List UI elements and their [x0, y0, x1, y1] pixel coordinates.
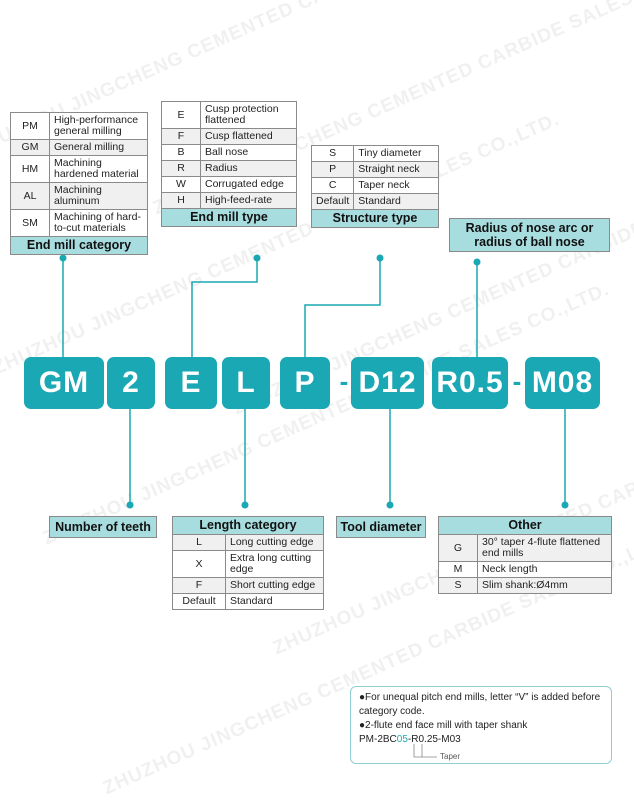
code-cell: GM	[10, 139, 50, 156]
desc-cell: Straight neck	[353, 161, 439, 178]
desc-cell: Machining hardened material	[49, 155, 148, 183]
code-segment-length: L	[222, 357, 270, 409]
note-taper-shank: ●2-flute end face mill with taper shank	[359, 720, 528, 731]
desc-cell: Standard	[353, 193, 439, 210]
code-cell: L	[172, 534, 226, 551]
table-caption: Structure type	[311, 209, 439, 228]
desc-cell: Short cutting edge	[225, 577, 324, 594]
radius-label: Radius of nose arc or radius of ball nos…	[449, 218, 610, 252]
desc-cell: Cusp protection flattened	[200, 101, 297, 129]
code-cell: S	[310, 145, 355, 162]
code-cell: SM	[10, 209, 50, 237]
desc-cell: High-performance general milling	[49, 112, 148, 140]
desc-cell: 30° taper 4-flute flattened end mills	[477, 534, 612, 562]
code-cell: M	[438, 561, 478, 578]
table-caption: End mill category	[10, 236, 148, 255]
desc-cell: Taper neck	[353, 177, 439, 194]
code-cell: E	[161, 101, 201, 129]
notes-box: ●For unequal pitch end mills, letter “V”…	[350, 686, 612, 764]
desc-cell: Cusp flattened	[200, 128, 297, 145]
note-unequal-pitch: ●For unequal pitch end mills, letter “V”…	[359, 692, 601, 717]
desc-cell: Ball nose	[200, 144, 297, 161]
code-segment-category: GM	[24, 357, 104, 409]
desc-cell: Extra long cutting edge	[225, 550, 324, 578]
number-of-teeth-label: Number of teeth	[49, 516, 157, 538]
code-cell: X	[172, 550, 226, 578]
code-cell: PM	[10, 112, 50, 140]
code-segment-radius: R0.5	[432, 357, 508, 409]
code-segment-diameter: D12	[351, 357, 424, 409]
desc-cell: Tiny diameter	[353, 145, 439, 162]
desc-cell: Long cutting edge	[225, 534, 324, 551]
tool-diameter-label: Tool diameter	[336, 516, 426, 538]
table-caption: Other	[438, 516, 612, 535]
code-cell: Default	[310, 193, 355, 210]
desc-cell: Corrugated edge	[200, 176, 297, 193]
taper-label: Taper	[440, 752, 461, 761]
desc-cell: High-feed-rate	[200, 192, 297, 209]
table-caption: Length category	[172, 516, 324, 535]
desc-cell: Standard	[225, 593, 324, 610]
desc-cell: Machining of hard-to-cut materials	[49, 209, 148, 237]
code-cell: B	[161, 144, 201, 161]
code-segment-other: M08	[525, 357, 600, 409]
desc-cell: General milling	[49, 139, 148, 156]
code-cell: AL	[10, 182, 50, 210]
code-segment-teeth: 2	[107, 357, 155, 409]
code-cell: F	[161, 128, 201, 145]
code-cell: G	[438, 534, 478, 562]
code-cell: P	[310, 161, 355, 178]
code-cell: R	[161, 160, 201, 177]
table-caption: End mill type	[161, 208, 297, 227]
code-segment-type: E	[165, 357, 217, 409]
desc-cell: Machining aluminum	[49, 182, 148, 210]
example-taper-highlight: 05	[396, 734, 408, 745]
code-cell: H	[161, 192, 201, 209]
code-cell: C	[310, 177, 355, 194]
example-suffix: -R0.25-M03	[407, 734, 461, 745]
desc-cell: Slim shank:Ø4mm	[477, 577, 612, 594]
code-cell: S	[438, 577, 478, 594]
code-segment-structure: P	[280, 357, 330, 409]
code-cell: W	[161, 176, 201, 193]
code-separator: -	[339, 365, 349, 396]
code-cell: F	[172, 577, 226, 594]
note-example-code: PM-2BC05-R0.25-M03	[359, 733, 605, 747]
code-cell: Default	[172, 593, 226, 610]
desc-cell: Neck length	[477, 561, 612, 578]
example-prefix: PM-2BC	[359, 734, 397, 745]
code-cell: HM	[10, 155, 50, 183]
desc-cell: Radius	[200, 160, 297, 177]
code-separator: -	[512, 365, 522, 396]
